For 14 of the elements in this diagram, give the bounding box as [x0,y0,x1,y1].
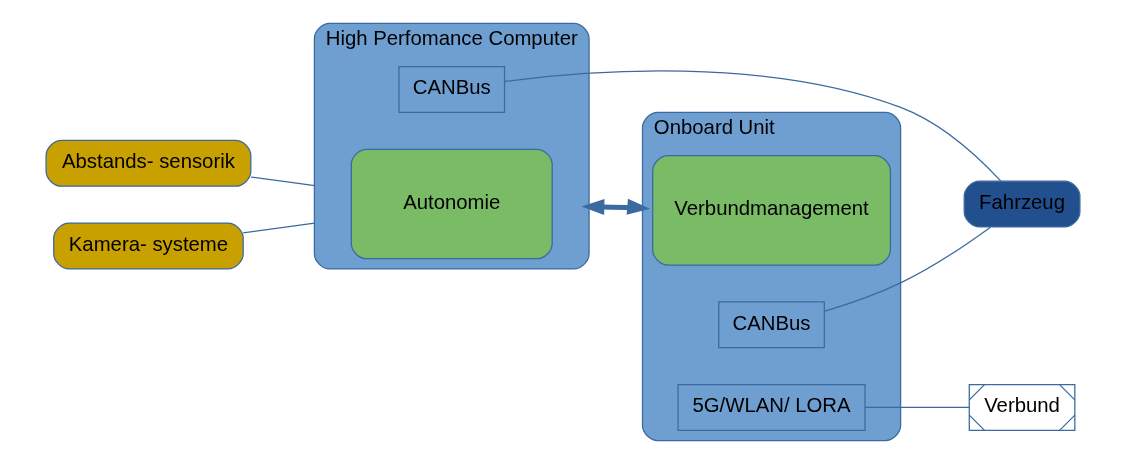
node-box: Abstands- sensorik [44,139,251,187]
node-box: 5G/WLAN/ LORA [676,383,866,431]
connector [864,406,970,409]
node-box: Kamera- systeme [52,222,244,270]
node-box: Verbundmanagement [651,155,891,266]
connector [503,70,1002,182]
node-box: Autonomie [350,148,553,260]
connector [242,222,315,234]
node-box: CANBus [717,301,825,349]
connector [823,226,991,312]
node-box: Fahrzeug [963,180,1081,228]
node-box: CANBus [397,66,505,114]
arrow [580,198,650,216]
connector [250,176,315,187]
